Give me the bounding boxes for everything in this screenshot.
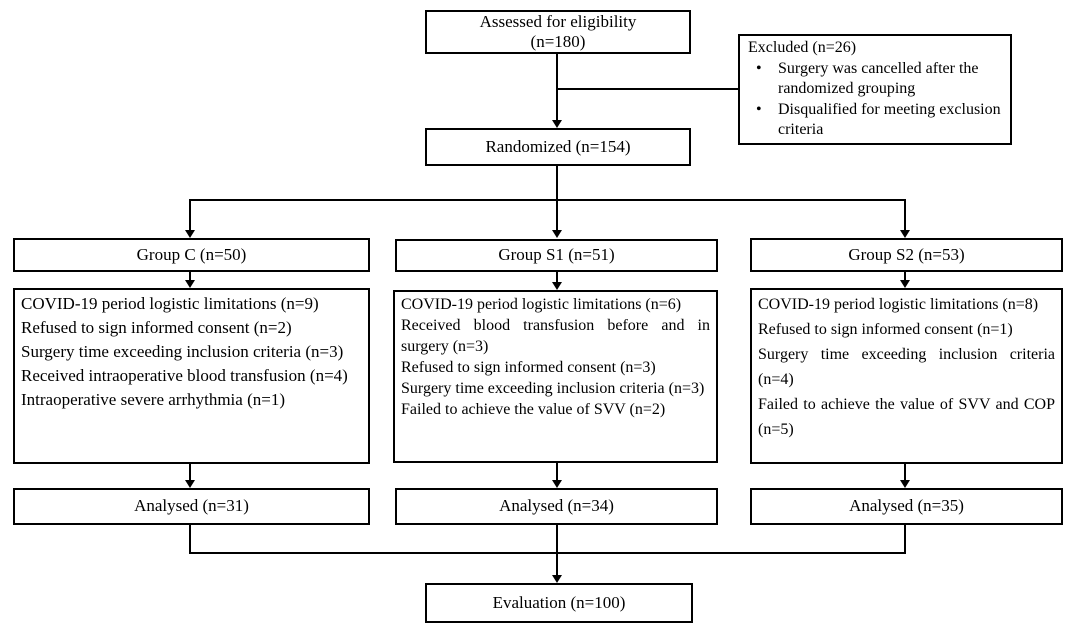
exclusion-item: Failed to achieve the value of SVV (n=2)	[401, 401, 666, 418]
arrowhead-into-evaluation	[552, 575, 562, 583]
line-c-to-exclusions	[189, 272, 191, 282]
group-s1-exclusion-list: COVID-19 period logistic limitations (n=…	[401, 294, 710, 420]
line-merge-horizontal	[190, 552, 906, 554]
exclusion-item: Failed to achieve the value of SVV and C…	[758, 396, 1055, 438]
exclusion-item: COVID-19 period logistic limitations (n=…	[401, 296, 682, 313]
assessed-line1: Assessed for eligibility	[479, 11, 637, 31]
arrowhead-into-s2-exclusions	[900, 280, 910, 288]
exclusion-item: Refused to sign informed consent (n=1)	[758, 321, 1013, 338]
line-s2-to-exclusions	[904, 272, 906, 282]
line-c-to-analysed	[189, 464, 191, 482]
randomized-box: Randomized (n=154)	[425, 128, 691, 166]
group-c-analysed-box: Analysed (n=31)	[13, 488, 370, 525]
line-branch-horizontal	[190, 199, 906, 201]
line-s2-analysed-down	[904, 525, 906, 554]
line-drop-group-c	[189, 199, 191, 231]
excluded-box: Excluded (n=26) Surgery was cancelled af…	[738, 34, 1012, 145]
line-assessed-down	[556, 54, 558, 121]
exclusion-item: COVID-19 period logistic limitations (n=…	[758, 296, 1039, 313]
group-c-header-box: Group C (n=50)	[13, 238, 370, 272]
group-s1-analysed-label: Analysed (n=34)	[499, 496, 614, 516]
arrowhead-into-c-analysed	[185, 480, 195, 488]
group-s2-analysed-box: Analysed (n=35)	[750, 488, 1063, 525]
exclusion-item: Surgery time exceeding inclusion criteri…	[21, 342, 344, 361]
group-s2-header-label: Group S2 (n=53)	[848, 244, 965, 264]
evaluation-label: Evaluation (n=100)	[492, 592, 626, 612]
line-drop-group-s1	[556, 201, 558, 231]
exclusion-item: Refused to sign informed consent (n=2)	[21, 318, 292, 337]
line-randomized-down	[556, 166, 558, 201]
group-c-header-label: Group C (n=50)	[136, 244, 247, 264]
randomized-label: Randomized (n=154)	[485, 136, 631, 156]
arrowhead-into-randomized	[552, 120, 562, 128]
arrowhead-into-s2-analysed	[900, 480, 910, 488]
group-s2-exclusions-box: COVID-19 period logistic limitations (n=…	[750, 288, 1063, 464]
evaluation-box: Evaluation (n=100)	[425, 583, 693, 623]
arrowhead-into-s1-exclusions	[552, 282, 562, 290]
exclusion-item: Received intraoperative blood transfusio…	[21, 366, 348, 385]
excluded-bullet-list: Surgery was cancelled after the randomiz…	[748, 59, 1002, 141]
line-s1-to-analysed	[556, 463, 558, 482]
line-c-analysed-down	[189, 525, 191, 554]
exclusion-item: Surgery time exceeding inclusion criteri…	[401, 380, 705, 397]
arrowhead-into-group-s1	[552, 230, 562, 238]
group-c-exclusions-box: COVID-19 period logistic limitations (n=…	[13, 288, 370, 464]
group-s2-header-box: Group S2 (n=53)	[750, 238, 1063, 272]
arrowhead-into-c-exclusions	[185, 280, 195, 288]
arrowhead-into-group-c	[185, 230, 195, 238]
exclusion-item: Intraoperative severe arrhythmia (n=1)	[21, 390, 285, 409]
line-s2-to-analysed	[904, 464, 906, 482]
exclusion-item: COVID-19 period logistic limitations (n=…	[21, 294, 319, 313]
arrowhead-into-s1-analysed	[552, 480, 562, 488]
line-drop-group-s2	[904, 199, 906, 231]
group-s1-header-box: Group S1 (n=51)	[395, 239, 718, 272]
line-s1-to-exclusions	[556, 272, 558, 283]
arrowhead-into-group-s2	[900, 230, 910, 238]
excluded-title: Excluded (n=26)	[748, 39, 857, 56]
excluded-bullet-item: Disqualified for meeting exclusion crite…	[748, 100, 1002, 141]
line-merge-down	[556, 554, 558, 576]
exclusion-item: Received blood transfusion before and in…	[401, 317, 710, 355]
group-c-exclusion-list: COVID-19 period logistic limitations (n=…	[21, 292, 362, 412]
assessed-line2: (n=180)	[530, 32, 586, 51]
line-to-excluded	[558, 88, 738, 90]
group-s1-header-label: Group S1 (n=51)	[498, 245, 615, 265]
exclusion-item: Refused to sign informed consent (n=3)	[401, 359, 656, 376]
group-s1-analysed-box: Analysed (n=34)	[395, 488, 718, 525]
group-s2-exclusion-list: COVID-19 period logistic limitations (n=…	[758, 292, 1055, 442]
excluded-bullet-item: Surgery was cancelled after the randomiz…	[748, 59, 1002, 100]
line-s1-analysed-down	[556, 525, 558, 554]
group-s2-analysed-label: Analysed (n=35)	[849, 496, 964, 516]
exclusion-item: Surgery time exceeding inclusion criteri…	[758, 346, 1055, 388]
group-s1-exclusions-box: COVID-19 period logistic limitations (n=…	[393, 290, 718, 463]
assessed-box: Assessed for eligibility (n=180)	[425, 10, 691, 54]
group-c-analysed-label: Analysed (n=31)	[134, 496, 249, 516]
